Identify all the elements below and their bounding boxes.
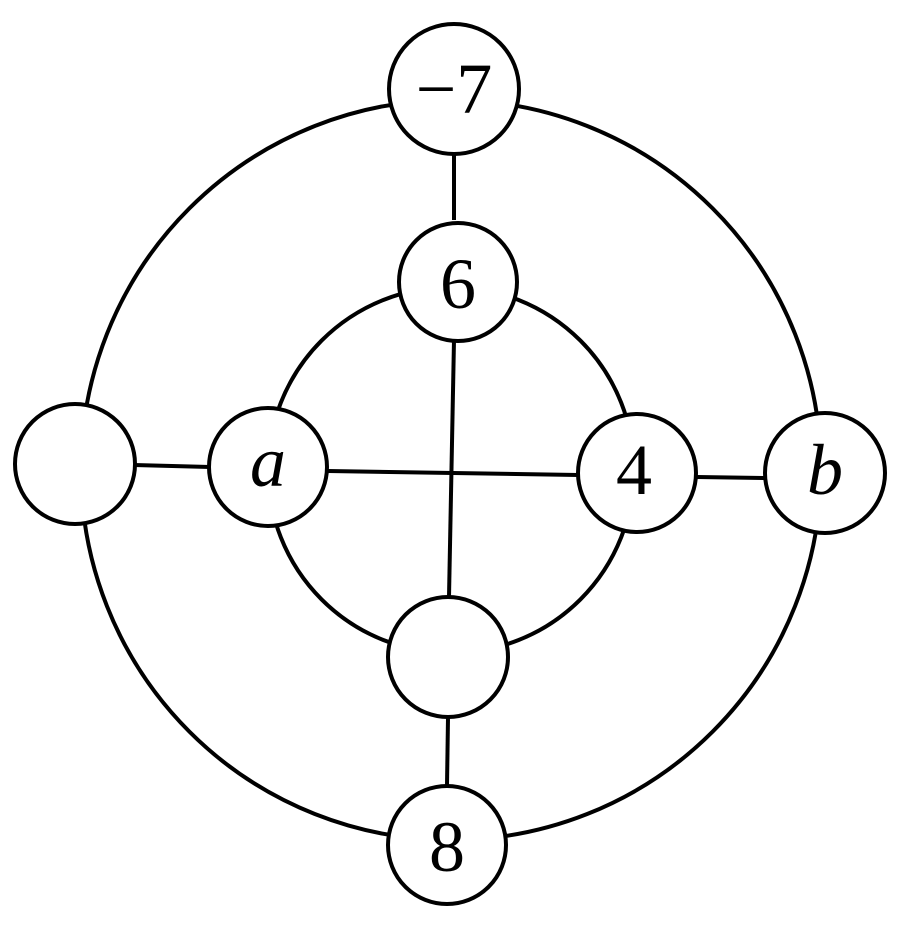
vertical-bottom-link xyxy=(445,717,450,786)
node-left-inner-label: a xyxy=(250,422,286,502)
node-right-inner: 4 xyxy=(576,412,698,534)
node-left-inner: a xyxy=(207,406,329,528)
node-top-outer-label: −7 xyxy=(416,49,493,129)
node-top-inner-label: 6 xyxy=(440,244,476,324)
node-right-inner-label: 4 xyxy=(616,430,652,510)
node-left-outer xyxy=(13,402,137,526)
node-bottom-outer: 8 xyxy=(386,784,508,906)
node-bottom-outer-label: 8 xyxy=(429,807,465,887)
node-top-outer: −7 xyxy=(387,22,521,156)
vertical-center-line xyxy=(447,339,456,598)
horizontal-center-line xyxy=(327,469,579,477)
node-right-outer-label: b xyxy=(807,430,843,510)
node-bottom-inner xyxy=(386,595,510,719)
node-right-outer: b xyxy=(763,411,887,535)
horizontal-right-link xyxy=(696,475,767,480)
horizontal-left-link xyxy=(133,463,211,469)
node-top-inner: 6 xyxy=(397,221,519,343)
